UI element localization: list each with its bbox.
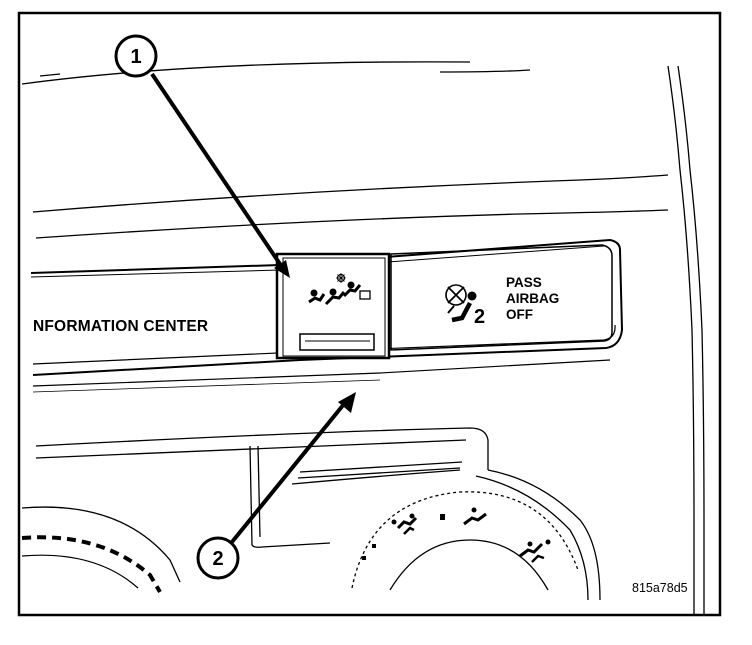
airbag-indicator-panel (390, 244, 613, 351)
switch-button-slot (299, 333, 375, 351)
passenger-airbag-off-icon (445, 284, 477, 323)
pass-airbag-off-indicator: 2 PASS AIRBAG OFF (390, 244, 613, 351)
airbag-seat-number: 2 (474, 306, 485, 328)
off-label: OFF (506, 307, 533, 322)
dashboard-upper-lines (21, 61, 669, 239)
callout-1: 1 (114, 34, 158, 78)
vent-mode-icons (362, 507, 551, 563)
left-hvac-dial (21, 506, 181, 594)
indicator-lamp-icon (359, 290, 371, 300)
figure-code: 815a78d5 (632, 581, 688, 595)
defrost-floor-vent-icon (308, 273, 362, 306)
airbag-label: AIRBAG (506, 291, 559, 306)
callout-2-leader (230, 392, 356, 544)
hvac-panel-outline (35, 427, 601, 601)
rear-defrost-switch (275, 252, 391, 360)
callout-1-leader (150, 72, 290, 278)
dashboard-right-edge (667, 65, 705, 615)
right-hvac-dial (351, 491, 579, 591)
callout-1-number: 1 (130, 46, 141, 68)
diagram-frame (17, 11, 722, 617)
pass-label: PASS (506, 275, 542, 290)
callout-2: 2 (196, 536, 240, 580)
switch-inner-frame (282, 257, 386, 357)
callout-2-number: 2 (212, 548, 223, 570)
information-center-label: NFORMATION CENTER (33, 318, 208, 335)
switch-housing (275, 252, 391, 360)
